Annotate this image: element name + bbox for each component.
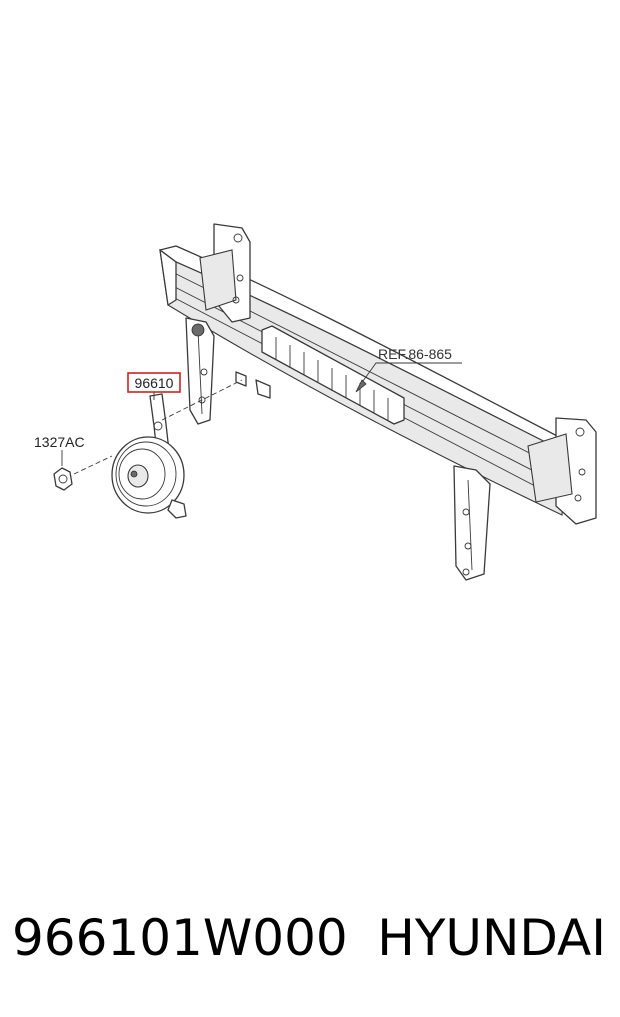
section-ref-label[interactable]: REF.86-865	[378, 346, 452, 362]
right-vertical-stay	[453, 465, 491, 581]
part-ref-highlight-box	[127, 372, 181, 393]
left-mounting-bracket	[199, 223, 251, 323]
beam-lower-tabs	[235, 371, 271, 399]
brand-name: HYUNDAI	[377, 909, 606, 967]
footer-caption: 966101W000 HYUNDAI	[0, 902, 620, 982]
nut-ref-label[interactable]: 1327AC	[34, 434, 85, 450]
flange-nut	[53, 467, 73, 491]
section-ref-arrow	[355, 379, 367, 393]
part-ref-label: 96610	[135, 375, 174, 391]
section-ref-leader	[357, 362, 462, 389]
right-mounting-bracket	[527, 417, 597, 525]
left-vertical-stay	[185, 317, 215, 425]
part-number: 966101W000	[12, 909, 348, 967]
part-ref-callout[interactable]: 96610	[127, 372, 181, 393]
horn-assembly	[111, 393, 187, 519]
